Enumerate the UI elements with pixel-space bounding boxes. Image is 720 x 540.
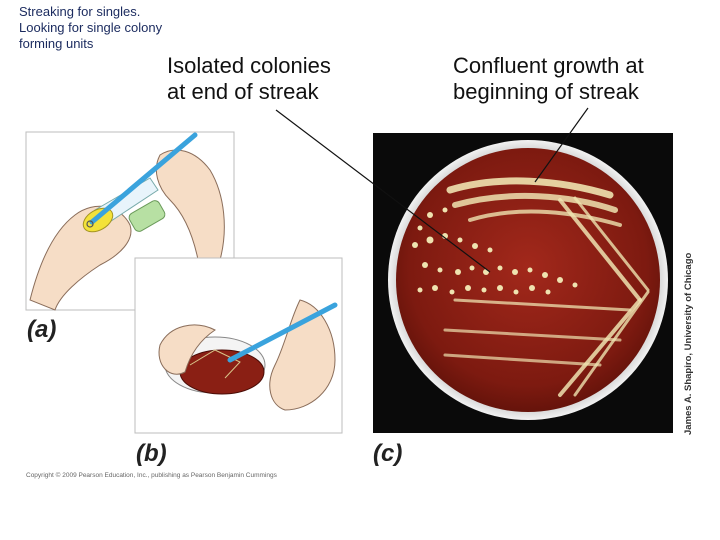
copyright-notice: Copyright © 2009 Pearson Education, Inc.… [26,472,277,479]
confluent-growth-pointer [534,107,589,183]
agar-plate-shape [179,349,265,395]
caption-line: Confluent growth at [453,53,644,78]
caption-line: beginning of streak [453,79,639,104]
caption-pointers [275,107,589,273]
tube-cap-shape [128,200,166,232]
panel-label-a: (a) [27,316,57,343]
photo-credit: James A. Shapiro, University of Chicago [683,252,694,435]
caption-confluent-growth: Confluent growth at beginning of streak [453,53,644,105]
panel-c-photo [373,133,673,433]
isolated-colonies-pointer [275,109,491,273]
isolated-colonies-shape [412,207,578,295]
panel-a-illustration [25,131,235,311]
caption-line: Isolated colonies [167,53,331,78]
slide-title: Streaking for singles. Looking for singl… [19,4,163,51]
inoculating-loop-shape [227,302,338,363]
streak-marks-shape [189,349,241,379]
loop-tip-shape [86,220,94,228]
caption-line: at end of streak [167,79,319,104]
left-hand-shape [158,324,216,375]
right-hand-shape [269,299,336,411]
panel-label-b: (b) [136,440,167,467]
confluent-growth-shape [443,177,650,397]
agar-surface [396,148,660,412]
panel-b-illustration [134,257,343,434]
inoculating-loop-shape [89,132,198,225]
caption-isolated-colonies: Isolated colonies at end of streak [167,53,331,105]
left-hand-shape [29,205,132,311]
panel-label-c: (c) [373,440,403,467]
